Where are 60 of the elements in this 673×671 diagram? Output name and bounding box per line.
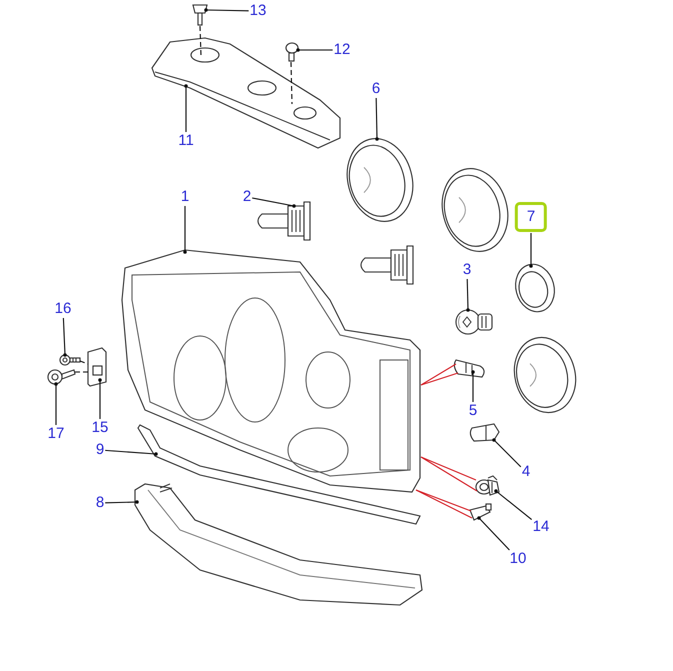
assembly-line <box>420 456 476 480</box>
callout-number: 14 <box>532 519 550 535</box>
callout-number: 11 <box>178 133 194 149</box>
callout-number: 5 <box>468 403 478 419</box>
assembly-line <box>80 360 88 365</box>
part-drawing <box>192 4 208 26</box>
leader-line <box>105 450 158 456</box>
assembly-line <box>416 490 472 518</box>
part-drawing <box>515 264 555 312</box>
callout-number: 12 <box>334 42 350 58</box>
assembly-line <box>199 26 202 56</box>
part-drawing <box>346 138 414 222</box>
callout-number: 13 <box>250 3 266 19</box>
part-drawing <box>257 201 311 241</box>
assembly-line <box>420 456 478 492</box>
part-drawing <box>59 354 81 366</box>
part-drawing <box>475 475 500 496</box>
part-drawing <box>454 359 485 378</box>
callout-number: 17 <box>48 426 64 442</box>
assembly-line <box>75 371 88 373</box>
callout-number: 1 <box>180 189 190 205</box>
leader-line <box>466 278 470 312</box>
assembly-line <box>420 372 458 386</box>
leader-line <box>204 8 249 12</box>
leader-line <box>184 84 188 132</box>
leader-line <box>98 378 102 419</box>
leader-line <box>62 318 67 357</box>
leader-line <box>477 516 510 550</box>
part-drawing <box>470 423 500 442</box>
callout-number: 10 <box>510 551 526 567</box>
part-drawing <box>87 347 107 387</box>
leader-line <box>183 206 187 254</box>
callout-number: 2 <box>242 189 252 205</box>
part-drawing <box>285 42 299 62</box>
callout-number: 9 <box>96 442 104 458</box>
leader-line <box>471 370 475 402</box>
assembly-line <box>420 364 456 386</box>
assembly-line <box>290 62 293 104</box>
callout-number: 16 <box>54 301 72 317</box>
leader-line <box>296 48 333 52</box>
part-drawing <box>121 249 421 493</box>
leader-line <box>494 489 532 520</box>
leader-line <box>252 197 296 208</box>
part-drawing <box>137 424 421 525</box>
leader-line <box>492 438 522 468</box>
part-drawing <box>469 503 492 521</box>
leader-line <box>375 98 379 141</box>
part-drawing <box>134 483 423 606</box>
callout-number: 7 <box>514 202 548 232</box>
leader-line <box>54 382 58 425</box>
callout-number: 8 <box>96 495 104 511</box>
leader-line <box>529 233 533 268</box>
callout-number: 4 <box>522 464 530 480</box>
leader-line <box>105 500 139 504</box>
callout-number: 3 <box>462 262 472 278</box>
part-drawing <box>47 369 76 385</box>
assembly-line <box>416 489 472 512</box>
callout-number: 15 <box>92 420 108 436</box>
callout-number: 6 <box>372 81 380 97</box>
part-drawing <box>455 309 493 335</box>
